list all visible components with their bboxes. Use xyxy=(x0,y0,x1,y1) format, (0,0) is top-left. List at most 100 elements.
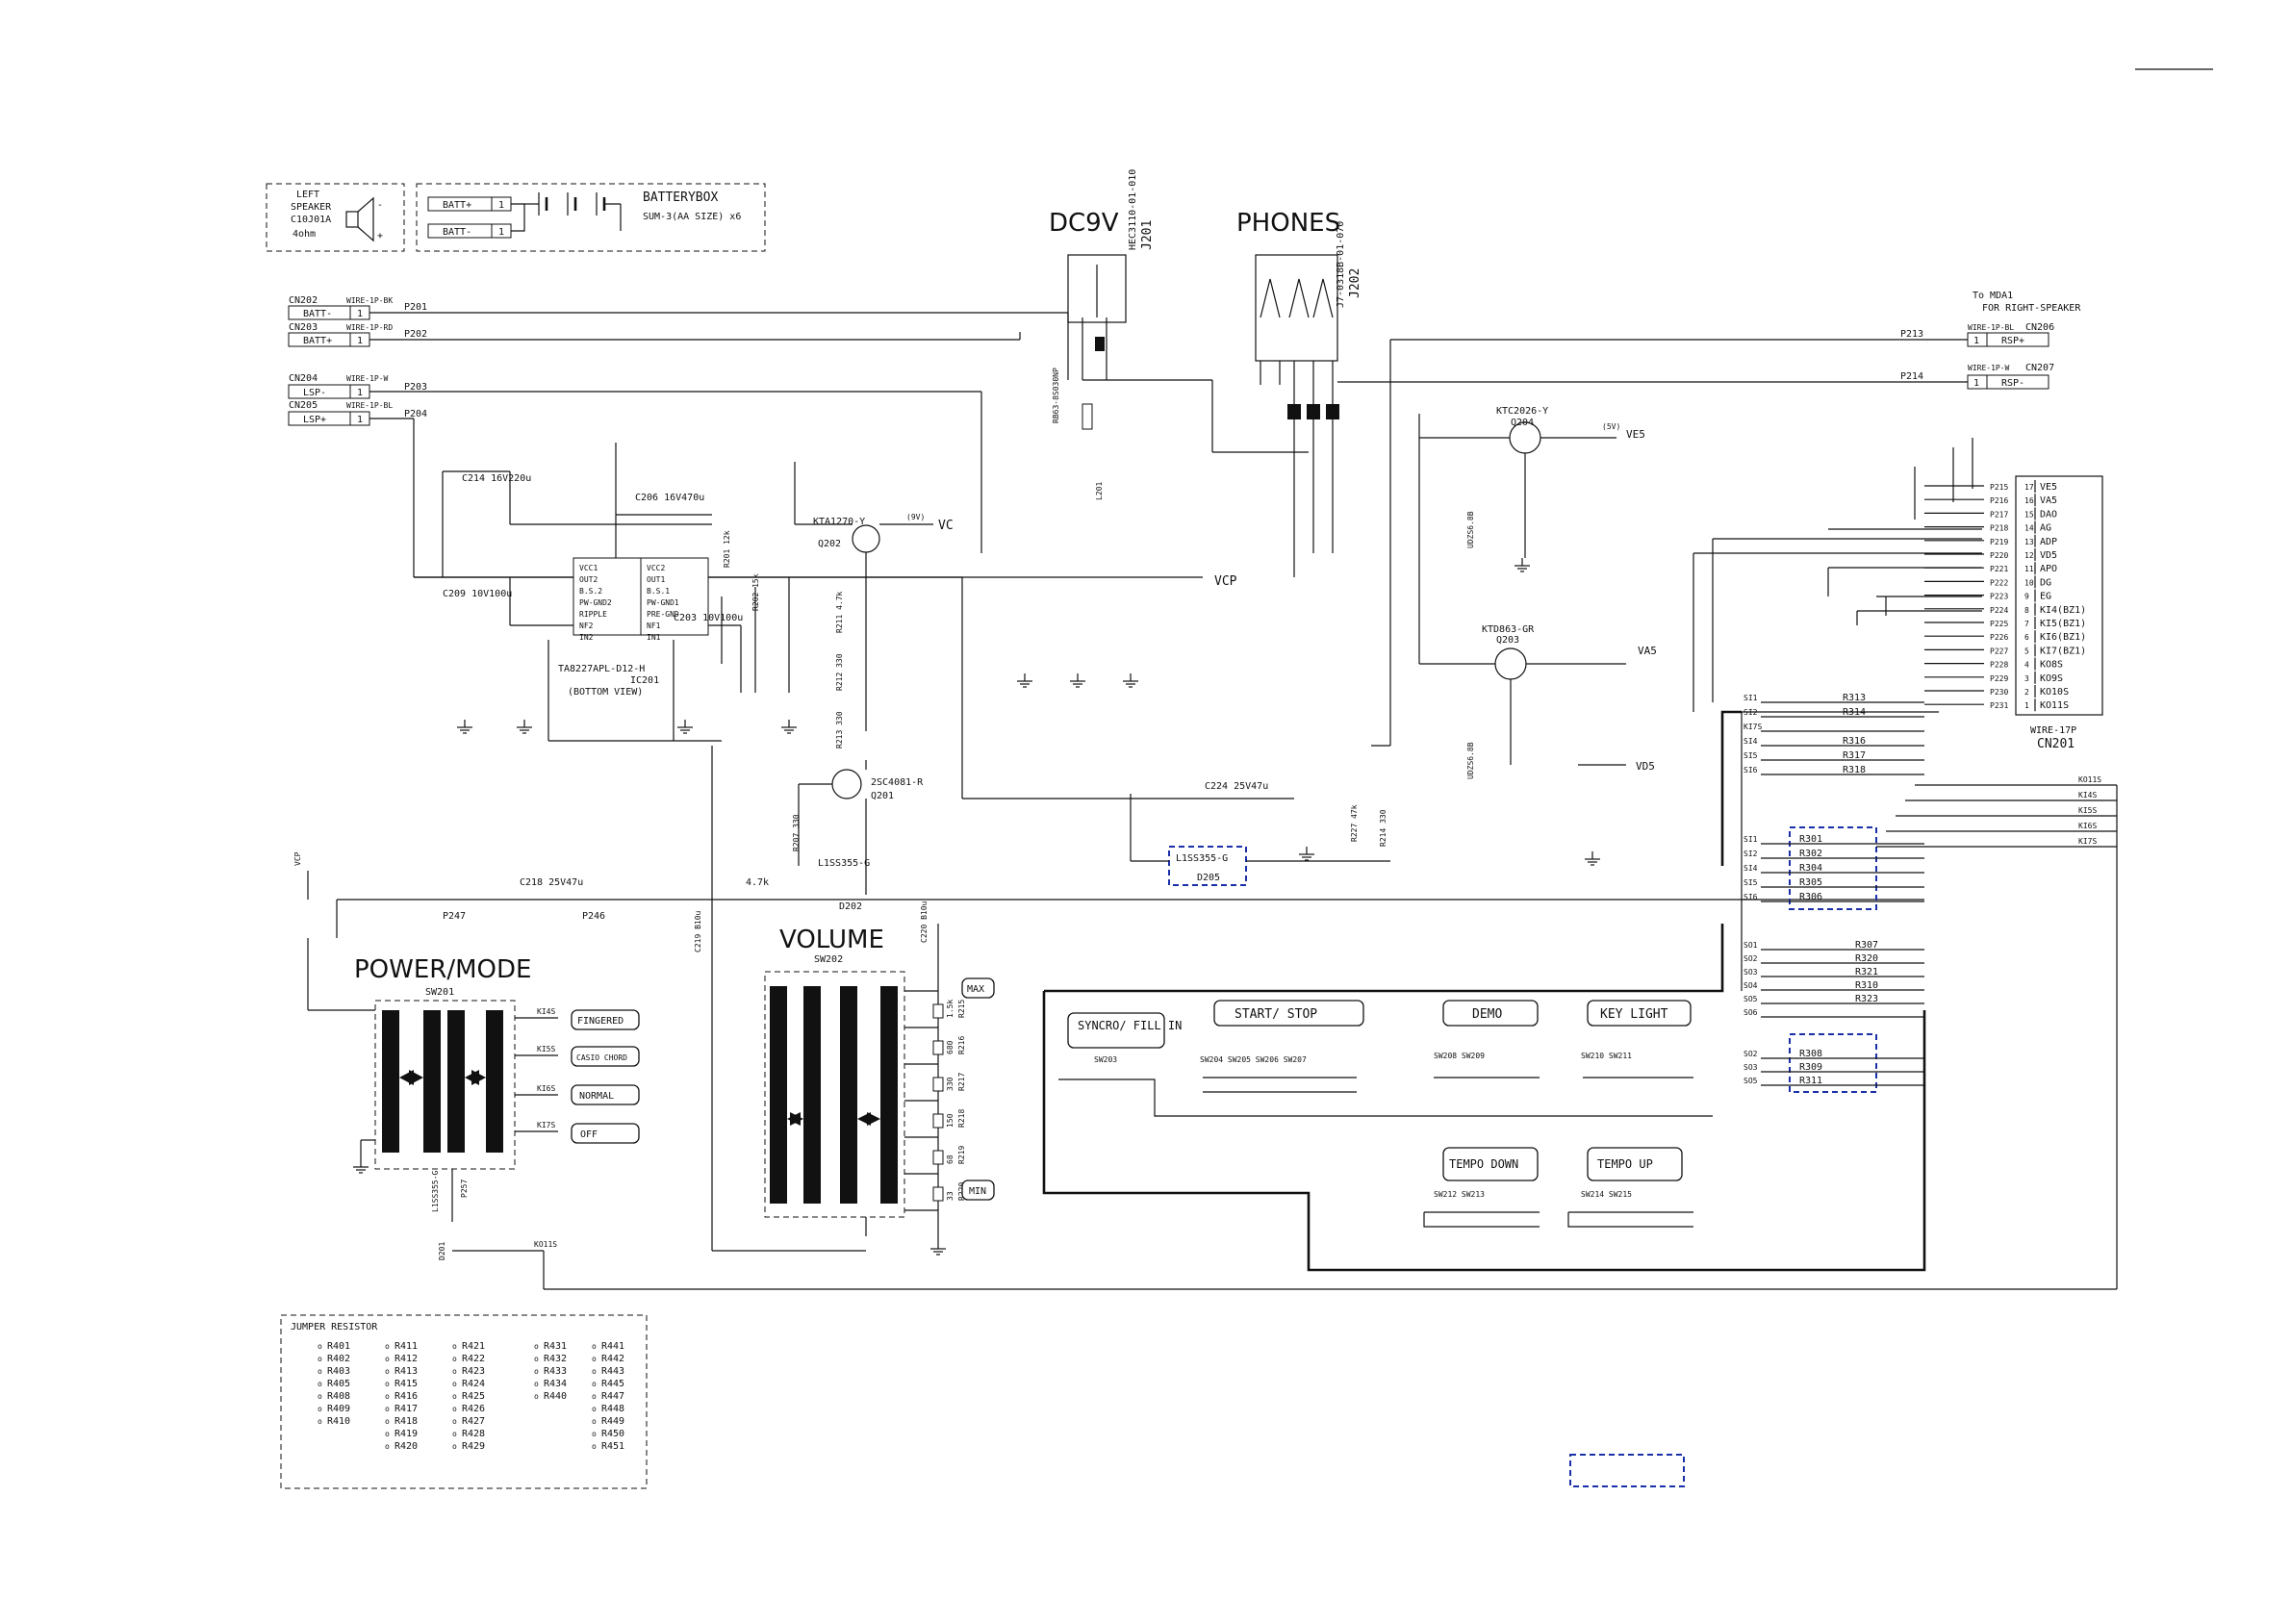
jumper-resistor: R447 xyxy=(601,1391,624,1402)
svg-text:1: 1 xyxy=(498,227,504,238)
svg-text:J7-0318B-01-070: J7-0318B-01-070 xyxy=(1336,221,1346,308)
speaker-line-4: 4ohm xyxy=(293,229,316,240)
jumper-resistor: R442 xyxy=(601,1354,624,1364)
svg-text:R212 330: R212 330 xyxy=(835,653,844,691)
volume-resistor xyxy=(932,1077,944,1092)
cn201: WIRE-17P CN201 xyxy=(2015,475,2103,751)
matrix-resistor: R323 xyxy=(1855,994,1878,1004)
jumper-dot: o xyxy=(592,1417,597,1426)
jumper-dot: o xyxy=(534,1355,539,1363)
jumper-resistor: R451 xyxy=(601,1441,624,1452)
cn201-ref: CN201 xyxy=(2037,737,2075,751)
jumper-resistor: R426 xyxy=(462,1404,485,1414)
jumper-resistor: R417 xyxy=(395,1404,418,1414)
jumper-dot: o xyxy=(385,1342,390,1351)
svg-text:(9V): (9V) xyxy=(906,513,925,521)
matrix-signal: SI2 xyxy=(1744,708,1758,717)
jumper-dot: o xyxy=(385,1430,390,1438)
d205-callout: L1SS355-G D205 xyxy=(1130,794,1390,886)
matrix-resistor: R317 xyxy=(1843,750,1866,761)
jumper-resistor: R449 xyxy=(601,1416,624,1427)
speaker-line-2: SPEAKER xyxy=(291,202,332,213)
jumper-resistor: R441 xyxy=(601,1341,624,1352)
matrix-signal: SO3 xyxy=(1744,968,1758,977)
cn201-pad: P224 xyxy=(1990,606,2008,615)
svg-text:FINGERED: FINGERED xyxy=(577,1016,624,1027)
jumper-resistor: R425 xyxy=(462,1391,485,1402)
volume-min-label xyxy=(961,1180,995,1201)
cn201-pin-num: 2 xyxy=(2024,688,2029,697)
svg-text:SW208 SW209: SW208 SW209 xyxy=(1434,1052,1485,1060)
jumper-title: JUMPER RESISTOR xyxy=(291,1322,378,1332)
jumper-resistor: R448 xyxy=(601,1404,624,1414)
battery-cells-icon xyxy=(524,192,622,231)
cn201-pin-num: 9 xyxy=(2024,593,2029,601)
cn201-pad: P217 xyxy=(1990,510,2008,519)
svg-text:P203: P203 xyxy=(404,382,427,393)
jumper-dot: o xyxy=(385,1417,390,1426)
svg-text:SYNCRO/ FILL IN: SYNCRO/ FILL IN xyxy=(1078,1019,1182,1032)
cn201-pad: P230 xyxy=(1990,688,2008,697)
matrix-signal: SI2 xyxy=(1744,850,1758,858)
matrix-signal: SI4 xyxy=(1744,864,1758,873)
svg-text:+: + xyxy=(377,231,383,241)
power-mode-switch: POWER/MODE SW201 KI4S KI5S KI6S KI7S KO1… xyxy=(308,955,558,1260)
svg-text:SW210 SW211: SW210 SW211 xyxy=(1581,1052,1632,1060)
svg-text:P247: P247 xyxy=(443,911,466,922)
cn201-pin-num: 12 xyxy=(2024,551,2034,560)
jumper-resistor-table: JUMPER RESISTOR xyxy=(280,1314,648,1489)
matrix-resistor: R313 xyxy=(1843,693,1866,703)
jumper-resistor: R422 xyxy=(462,1354,485,1364)
cn201-pad: P215 xyxy=(1990,483,2008,492)
batterybox-title: BATTERYBOX xyxy=(643,190,718,205)
svg-text:1: 1 xyxy=(1973,378,1979,389)
matrix-resistor: R311 xyxy=(1799,1076,1822,1086)
mode-fingered xyxy=(571,1009,640,1030)
jumper-dot: o xyxy=(592,1367,597,1376)
svg-text:CN203: CN203 xyxy=(289,322,318,333)
jumper-resistor: R415 xyxy=(395,1379,418,1389)
svg-text:L1SS355-G: L1SS355-G xyxy=(818,858,870,869)
matrix-signal: SI6 xyxy=(1744,766,1758,774)
power-mode-title: POWER/MODE xyxy=(354,955,531,984)
cn201-signal: KO8S xyxy=(2040,660,2063,671)
volume-resistor xyxy=(932,1040,944,1055)
svg-text:J201: J201 xyxy=(1140,220,1155,250)
svg-text:KO11S: KO11S xyxy=(2078,775,2101,784)
cn201-signal: DAO xyxy=(2040,509,2057,520)
jumper-dot: o xyxy=(318,1417,322,1426)
svg-text:VA5: VA5 xyxy=(1638,645,1657,657)
matrix-resistor: R316 xyxy=(1843,736,1866,747)
jumper-resistor: R450 xyxy=(601,1429,624,1439)
svg-text:4.7k: 4.7k xyxy=(746,877,769,888)
svg-text:RSP+: RSP+ xyxy=(2001,336,2024,346)
svg-text:KO11S: KO11S xyxy=(534,1240,557,1249)
cn204: CN204 WIRE-1P-W LSP- 1 P203 xyxy=(288,373,427,399)
svg-text:WIRE-1P-BK: WIRE-1P-BK xyxy=(346,296,393,305)
jumper-dot: o xyxy=(452,1380,457,1388)
jumper-dot: o xyxy=(385,1355,390,1363)
svg-text:P257: P257 xyxy=(460,1180,469,1198)
svg-text:RIPPLE: RIPPLE xyxy=(579,610,607,619)
svg-text:C219 B10u: C219 B10u xyxy=(694,910,702,952)
jumper-dot: o xyxy=(385,1442,390,1451)
svg-text:D205: D205 xyxy=(1197,873,1220,883)
jumper-resistor: R401 xyxy=(327,1341,350,1352)
key-panel: SYNCRO/ FILL IN START/ STOP DEMO KEY LIG… xyxy=(1042,710,1926,1272)
matrix-callout-2 xyxy=(1789,1033,1877,1093)
volume-resistor xyxy=(932,1003,944,1019)
ic201-ref: IC201 xyxy=(630,675,659,686)
jumper-dot: o xyxy=(452,1342,457,1351)
cn201-pin-num: 6 xyxy=(2024,633,2029,642)
svg-text:Q204: Q204 xyxy=(1511,418,1534,428)
svg-text:RSP-: RSP- xyxy=(2001,378,2024,389)
jumper-dot: o xyxy=(534,1367,539,1376)
svg-text:B.S.2: B.S.2 xyxy=(579,587,602,596)
matrix-signal: SO4 xyxy=(1744,981,1758,990)
svg-text:IN1: IN1 xyxy=(647,633,661,642)
matrix-signal: SO5 xyxy=(1744,1077,1758,1085)
svg-text:WIRE-1P-BL: WIRE-1P-BL xyxy=(1968,323,2014,332)
